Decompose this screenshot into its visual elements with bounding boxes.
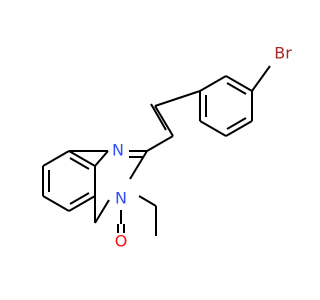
bond-n3-c4 (94, 199, 110, 224)
bond-n3-ch2 (138, 195, 157, 207)
bond-c2-n3 (129, 150, 148, 180)
bromine-label: Br (274, 44, 292, 63)
bond-ar3-ar4 (225, 120, 253, 137)
nitrogen-1-label: N (112, 141, 124, 160)
bond-vinyl-double-inner (150, 103, 167, 131)
bond-c6-c5-inner (69, 192, 90, 205)
bond-c4a-c8a-inner (69, 157, 90, 170)
bond-c6-c5 (68, 195, 96, 212)
benzo-ring (42, 150, 96, 212)
bromophenyl-ring (199, 75, 253, 137)
bond-vinyl-double-outer (154, 105, 174, 137)
bond-vinyl-aryl (154, 90, 201, 107)
bond-ar3-ar4-inner (226, 117, 247, 130)
carbonyl-group (117, 210, 125, 233)
vinyl-linker (146, 90, 201, 152)
oxygen-label: O (115, 232, 128, 251)
bond-ar6-ar1 (199, 75, 227, 92)
bond-c7-c6 (42, 195, 70, 212)
bond-c8a-n1-link (94, 150, 109, 167)
nitrogen-3-label: N (115, 189, 127, 208)
bond-ar5-ar6-inner (226, 82, 247, 95)
ethyl-group (138, 195, 157, 236)
bond-c4a-c8a (68, 150, 96, 167)
bond-c2-vinyl (146, 135, 174, 152)
pyrimidinone-ring (69, 150, 148, 224)
molecule-diagram: N N O Br (42, 44, 292, 251)
bond-ar5-ar6 (225, 75, 253, 92)
bond-c8a-c8 (42, 150, 70, 167)
bond-ar2-ar3 (199, 120, 227, 137)
atom-labels: N N O Br (112, 44, 292, 251)
bond-ar-br (251, 65, 271, 92)
